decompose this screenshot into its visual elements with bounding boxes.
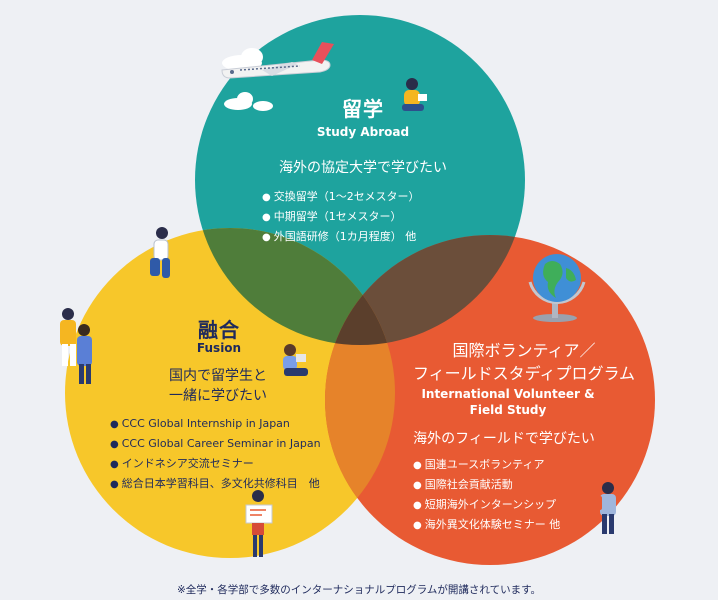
volunteer-subtitle-line1: International Volunteer &: [421, 387, 595, 401]
study-abroad-lead: 海外の協定大学で学びたい: [279, 160, 447, 176]
list-item: 中期留学（1セメスター）: [262, 207, 420, 227]
cloud-icon: [222, 48, 273, 111]
student-laptop-icon: [283, 344, 308, 376]
list-item: 海外異文化体験セミナー 他: [413, 515, 561, 535]
study-abroad-list: 交換留学（1～2セメスター） 中期留学（1セメスター） 外国語研修（1カ月程度）…: [262, 187, 420, 247]
student-sitting-icon: [150, 227, 170, 278]
volunteer-lead: 海外のフィールドで学びたい: [413, 431, 595, 447]
volunteer-subtitle-line2: Field Study: [469, 403, 547, 417]
list-item: 外国語研修（1カ月程度） 他: [262, 227, 420, 247]
footnote: ※全学・各学部で多数のインターナショナルプログラムが開講されています。: [176, 584, 542, 596]
fusion-lead-line1: 国内で留学生と: [169, 368, 267, 384]
fusion-subtitle: Fusion: [196, 341, 242, 355]
list-item: インドネシア交流セミナー: [110, 454, 321, 474]
fusion-title: 融合: [198, 318, 240, 342]
study-abroad-subtitle: Study Abroad: [316, 125, 410, 139]
volunteer-title-line2: フィールドスタディプログラム: [412, 364, 636, 383]
student-reading-icon: [402, 78, 427, 111]
globe-icon: [528, 254, 586, 322]
list-item: CCC Global Career Seminar in Japan: [110, 434, 321, 454]
overlap-abroad-fusion: [195, 228, 395, 345]
volunteer-list: 国連ユースボランティア 国際社会貢献活動 短期海外インターンシップ 海外異文化体…: [413, 455, 561, 535]
fusion-list: CCC Global Internship in Japan CCC Globa…: [110, 414, 321, 494]
overlap-abroad-volunteer: [325, 235, 525, 345]
list-item: 総合日本学習科目、多文化共修科目 他: [110, 474, 321, 494]
list-item: 短期海外インターンシップ: [413, 495, 560, 515]
traveller-icon: [596, 482, 616, 534]
study-abroad-title: 留学: [342, 97, 384, 121]
volunteer-title-line1: 国際ボランティア／: [452, 341, 596, 360]
list-item: 交換留学（1～2セメスター）: [262, 187, 420, 207]
list-item: 国連ユースボランティア: [413, 455, 560, 475]
list-item: 国際社会貢献活動: [413, 475, 560, 495]
list-item: CCC Global Internship in Japan: [110, 414, 321, 434]
fusion-lead-line2: 一緒に学びたい: [169, 388, 267, 404]
airplane-icon: [221, 42, 334, 79]
walking-people-icon: [60, 308, 92, 384]
